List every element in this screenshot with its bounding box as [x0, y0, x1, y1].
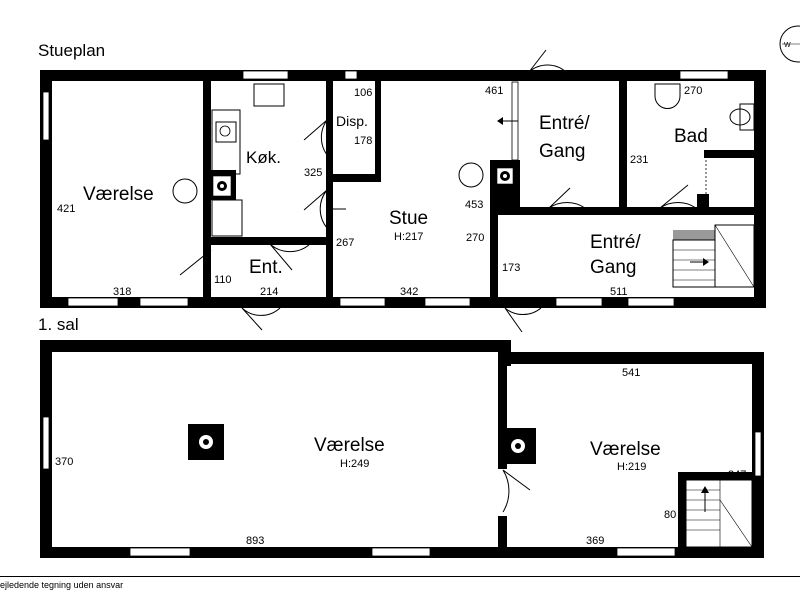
- ground-floor-doors: [179, 49, 697, 333]
- staircase-ground: [672, 224, 755, 288]
- arrow-icon: [327, 117, 518, 213]
- first-floor-title: 1. sal: [38, 315, 79, 334]
- stove-round-icon: [458, 162, 484, 188]
- height-stue: H:217: [394, 231, 423, 243]
- dim-541: 541: [622, 367, 640, 379]
- dim-342: 342: [400, 286, 418, 298]
- dim-347: 347: [728, 469, 746, 481]
- height-vaerelse-right: H:219: [617, 461, 646, 473]
- dim-270-stue: 270: [466, 232, 484, 244]
- footer-divider: [0, 576, 800, 577]
- dim-173: 173: [502, 262, 520, 274]
- dim-453: 453: [465, 199, 483, 211]
- room-entre-top-line2: Gang: [539, 141, 585, 162]
- stove-icon: [212, 175, 232, 197]
- room-entre-bottom-line1: Entré/: [590, 232, 641, 253]
- room-stue: Stue: [389, 208, 428, 229]
- chimney-right-icon: [500, 428, 536, 464]
- kitchen-fixtures: [211, 83, 285, 237]
- first-floor-doors: [502, 469, 531, 513]
- dim-106: 106: [354, 87, 372, 99]
- room-vaerelse: Værelse: [83, 184, 154, 205]
- room-vaerelse-left: Værelse: [314, 435, 385, 456]
- dim-461: 461: [485, 85, 503, 97]
- dim-511: 511: [610, 286, 628, 298]
- ground-floor-title: Stueplan: [38, 41, 105, 60]
- dim-231: 231: [630, 154, 648, 166]
- room-ent: Ent.: [249, 257, 283, 278]
- dim-893: 893: [246, 535, 264, 547]
- water-heater-icon: [172, 178, 198, 204]
- dim-325: 325: [304, 167, 322, 179]
- dim-80: 80: [664, 509, 676, 521]
- dim-369: 369: [586, 535, 604, 547]
- dim-370: 370: [55, 456, 73, 468]
- chimney-left-icon: [188, 424, 224, 460]
- dim-267: 267: [336, 237, 354, 249]
- compass-letter: W: [784, 42, 791, 49]
- room-kokken: Køk.: [246, 148, 281, 167]
- dim-110: 110: [214, 274, 232, 286]
- ground-floor-walls: [40, 70, 766, 308]
- first-floor-windows: [42, 416, 762, 557]
- room-entre-top-line1: Entré/: [539, 113, 590, 134]
- height-vaerelse-left: H:249: [340, 458, 369, 470]
- footer-note: ejledende tegning uden ansvar: [0, 580, 124, 590]
- room-disp: Disp.: [336, 113, 368, 129]
- room-vaerelse-right: Værelse: [590, 439, 661, 460]
- dim-318: 318: [113, 286, 131, 298]
- dim-421: 421: [57, 203, 75, 215]
- staircase-first: [685, 479, 753, 548]
- compass-icon: W: [779, 25, 800, 63]
- dim-270-bad: 270: [684, 85, 702, 97]
- bath-fixtures: [654, 83, 755, 194]
- dim-178: 178: [354, 135, 372, 147]
- dim-214: 214: [260, 286, 278, 298]
- room-bad: Bad: [674, 126, 708, 147]
- chimney-icon: [496, 167, 514, 185]
- room-entre-bottom-line2: Gang: [590, 257, 636, 278]
